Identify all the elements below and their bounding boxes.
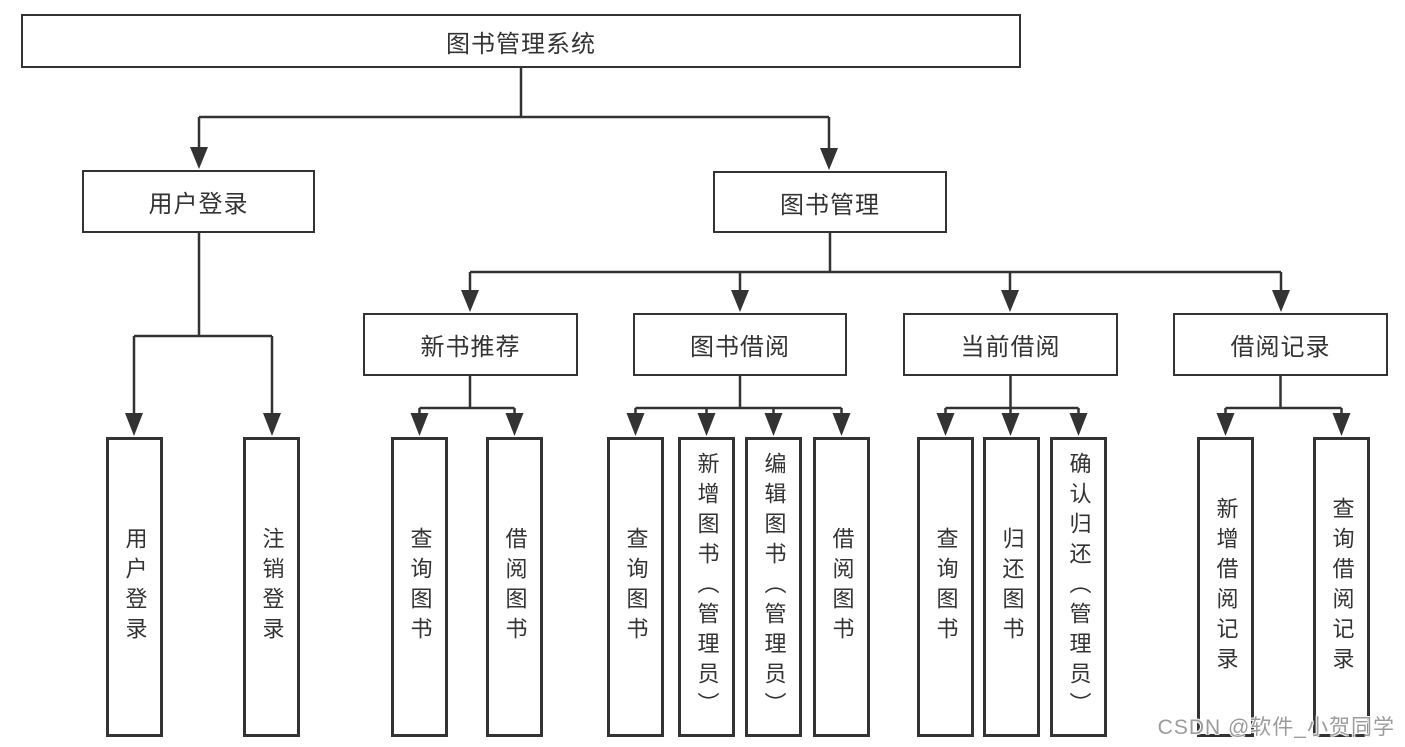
leaf-query-books-borrowing: 查询图书 <box>607 437 664 737</box>
leaf-label: 借阅图书 <box>502 527 528 647</box>
leaf-query-books-recommend: 查询图书 <box>391 437 448 737</box>
leaf-add-books-admin: 新增图书（管理员） <box>678 437 735 737</box>
leaf-label: 新增图书（管理员） <box>694 452 720 722</box>
leaf-add-borrow-record: 新增借阅记录 <box>1197 437 1254 737</box>
node-book-borrowing: 图书借阅 <box>633 313 847 376</box>
leaf-borrow-books-recommend: 借阅图书 <box>486 437 543 737</box>
node-label: 当前借阅 <box>960 334 1061 361</box>
leaf-label: 借阅图书 <box>829 527 855 647</box>
node-label: 借阅记录 <box>1230 334 1331 361</box>
node-current-borrowing: 当前借阅 <box>903 313 1118 376</box>
leaf-edit-books-admin: 编辑图书（管理员） <box>745 437 802 737</box>
node-label: 新书推荐 <box>420 334 521 361</box>
leaf-confirm-return-admin: 确认归还（管理员） <box>1050 437 1107 737</box>
leaf-label: 查询图书 <box>933 527 959 647</box>
leaf-label: 用户登录 <box>122 527 148 647</box>
leaf-label: 注销登录 <box>259 527 285 647</box>
node-label: 图书借阅 <box>690 334 790 361</box>
leaf-return-books: 归还图书 <box>983 437 1040 737</box>
leaf-label: 查询图书 <box>407 527 433 647</box>
leaf-label: 确认归还（管理员） <box>1066 452 1092 722</box>
leaf-query-books-current: 查询图书 <box>917 437 974 737</box>
node-borrowing-records: 借阅记录 <box>1173 313 1388 376</box>
node-user-login-branch: 用户登录 <box>82 170 315 233</box>
leaf-query-borrow-record: 查询借阅记录 <box>1313 437 1370 737</box>
leaf-borrow-books: 借阅图书 <box>813 437 870 737</box>
node-book-management-branch: 图书管理 <box>713 171 947 233</box>
leaf-label: 查询借阅记录 <box>1329 497 1355 677</box>
leaf-user-login: 用户登录 <box>106 437 163 737</box>
leaf-label: 编辑图书（管理员） <box>761 452 787 722</box>
leaf-label: 查询图书 <box>623 527 649 647</box>
leaf-label: 归还图书 <box>999 527 1025 647</box>
leaf-label: 新增借阅记录 <box>1213 497 1239 677</box>
node-library-management-system: 图书管理系统 <box>21 14 1021 68</box>
node-label: 用户登录 <box>148 191 249 218</box>
leaf-logout: 注销登录 <box>243 437 300 737</box>
node-new-book-recommend: 新书推荐 <box>363 313 578 376</box>
node-label: 图书管理系统 <box>446 30 596 58</box>
csdn-watermark: CSDN @软件_小贺同学 <box>1157 716 1395 739</box>
node-label: 图书管理 <box>780 191 880 219</box>
